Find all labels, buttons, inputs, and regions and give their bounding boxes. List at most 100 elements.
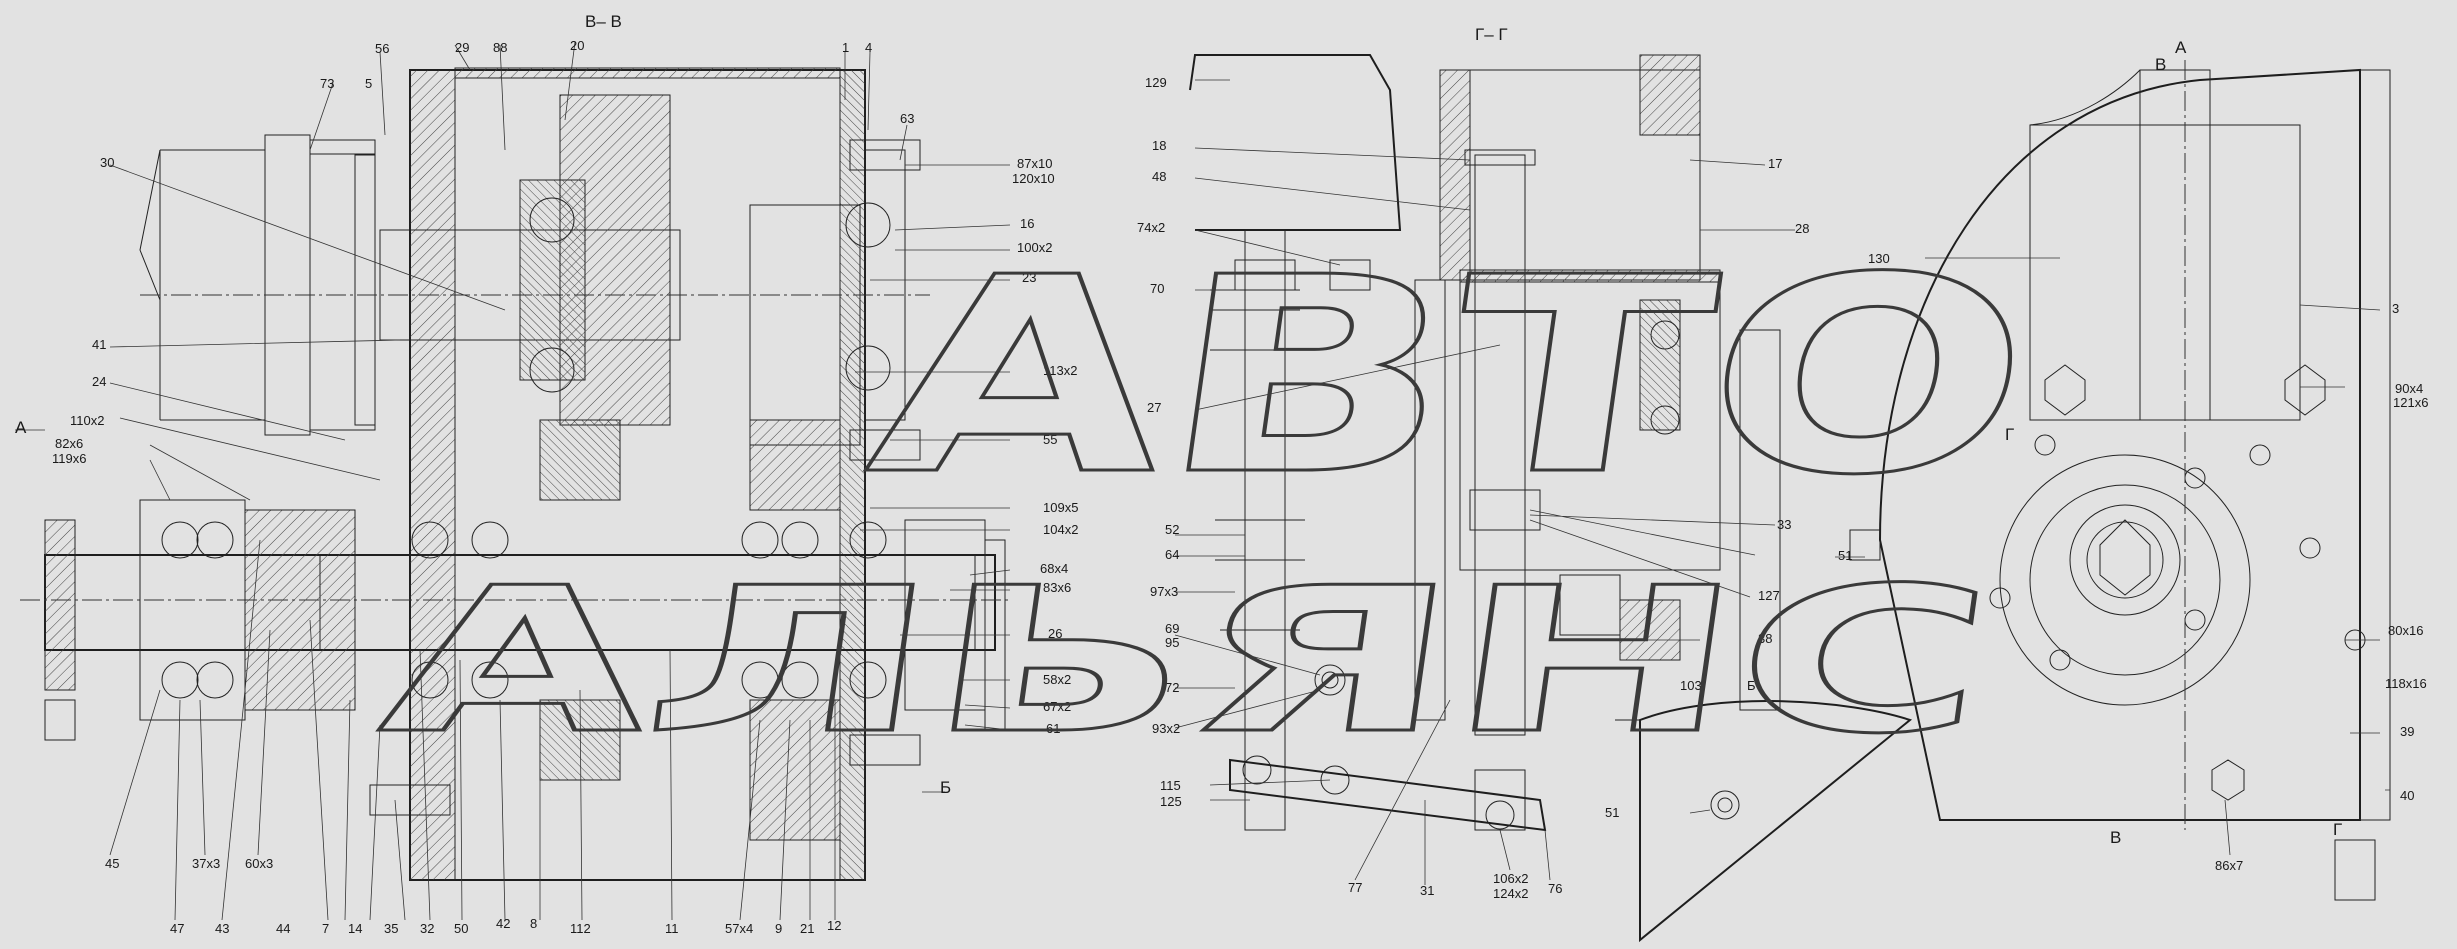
callout: 28 (1795, 221, 1809, 236)
view-label-a-left: А (15, 418, 27, 437)
callout: 55 (1043, 432, 1057, 447)
callout: 72 (1165, 680, 1179, 695)
callout: 87х10 (1017, 156, 1052, 171)
callout: 119х6 (52, 451, 86, 466)
view-label-a-right: А (2175, 38, 2187, 57)
callout: 1 (842, 40, 849, 55)
callout: 125 (1160, 794, 1182, 809)
callout: 129 (1145, 75, 1167, 90)
callout: 80х16 (2388, 623, 2423, 638)
callout: 33 (1777, 517, 1791, 532)
callout: 63 (900, 111, 914, 126)
bolt-ring (1989, 434, 2366, 671)
brake-section-view (1189, 54, 1913, 943)
callout: 100х2 (1017, 240, 1052, 255)
view-label-g-mid: Г (2005, 425, 2014, 444)
callout: 51 (1838, 548, 1852, 563)
callout: 44 (276, 921, 290, 936)
callout: 95 (1165, 635, 1179, 650)
callout: 68х4 (1040, 561, 1068, 576)
callout: 60х3 (245, 856, 273, 871)
callout: 18 (1152, 138, 1166, 153)
callout: 26 (1048, 626, 1062, 641)
callout: 3 (2392, 301, 2399, 316)
callout: 8 (530, 916, 537, 931)
callout: 58х2 (1043, 672, 1071, 687)
callout: 7 (322, 921, 329, 936)
view-label-b: Б (940, 778, 951, 797)
callout: 42 (496, 916, 510, 931)
watermark-line1: АВТО (855, 219, 2049, 533)
callout: 31 (1420, 883, 1434, 898)
callout: 86х7 (2215, 858, 2243, 873)
callout: 20 (570, 38, 584, 53)
callout: 30 (100, 155, 114, 170)
callout: 73 (320, 76, 334, 91)
gearbox-section-view (20, 67, 1010, 881)
callout: 37х3 (192, 856, 220, 871)
callout: 11 (665, 921, 679, 936)
callout: 9 (775, 921, 782, 936)
callout: 50 (454, 921, 468, 936)
outer-view (1878, 60, 2391, 901)
view-label-b-mid: Б (1747, 678, 1756, 693)
callout: 121х6 (2393, 395, 2428, 410)
section-labels: В– В Г– Г А А В Б Б Г В Г (15, 12, 2342, 847)
callout: 39 (2400, 724, 2414, 739)
callout: 93х2 (1152, 721, 1180, 736)
watermark-line2: АЛЬЯНС (371, 545, 2004, 778)
watermark-logo: АВТО АЛЬЯНС (369, 218, 2050, 780)
callout: 21 (800, 921, 814, 936)
callout: 41 (92, 337, 106, 352)
section-label-gg: Г– Г (1475, 25, 1508, 44)
callout: 43 (215, 921, 229, 936)
callout: 110х2 (70, 413, 104, 428)
callout: 130 (1868, 251, 1890, 266)
callout: 118х16 (2385, 676, 2427, 691)
callout: 120х10 (1012, 171, 1055, 186)
callout: 70 (1150, 281, 1164, 296)
callout: 56 (375, 41, 389, 56)
callout: 127 (1758, 588, 1780, 603)
callout: 45 (105, 856, 119, 871)
callout: 38 (1758, 631, 1772, 646)
callout: 77 (1348, 880, 1362, 895)
callout: 112 (570, 921, 591, 936)
callout: 29 (455, 40, 469, 55)
callout: 40 (2400, 788, 2414, 803)
callout: 32 (420, 921, 434, 936)
callout: 35 (384, 921, 398, 936)
callout: 76 (1548, 881, 1562, 896)
callout: 24 (92, 374, 106, 389)
callout: 27 (1147, 400, 1161, 415)
callout: 74х2 (1137, 220, 1165, 235)
callout: 124х2 (1493, 886, 1528, 901)
bearing-group (161, 521, 887, 699)
view-label-v-top: В (2155, 55, 2166, 74)
callout: 113х2 (1043, 363, 1077, 378)
callout: 47 (170, 921, 184, 936)
view-label-v-bottom: В (2110, 828, 2121, 847)
callout: 82х6 (55, 436, 83, 451)
callout: 103 (1680, 678, 1702, 693)
callout: 67х2 (1043, 699, 1071, 714)
callout: 106х2 (1493, 871, 1528, 886)
callout: 83х6 (1043, 580, 1071, 595)
callout: 48 (1152, 169, 1166, 184)
callout: 64 (1165, 547, 1179, 562)
callout: 115 (1160, 778, 1181, 793)
callout: 104х2 (1043, 522, 1078, 537)
callout: 52 (1165, 522, 1179, 537)
callout: 4 (865, 40, 872, 55)
callout: 14 (348, 921, 362, 936)
callout: 109х5 (1043, 500, 1078, 515)
callout: 57х4 (725, 921, 753, 936)
callout: 5 (365, 76, 372, 91)
callout: 61 (1046, 721, 1060, 736)
callout: 16 (1020, 216, 1034, 231)
callout: 51 (1605, 805, 1619, 820)
leader-lines (15, 41, 2390, 921)
callout: 12 (827, 918, 841, 933)
callout: 88 (493, 40, 507, 55)
